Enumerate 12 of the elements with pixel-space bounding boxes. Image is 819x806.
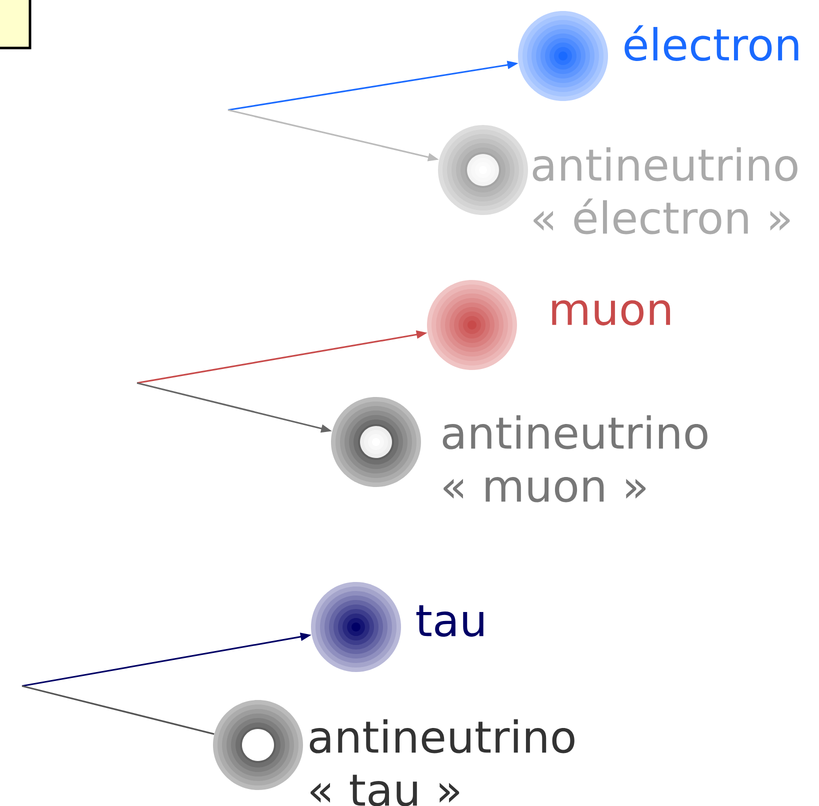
particle-label: antineutrino « électron » bbox=[532, 147, 798, 234]
particle-sphere bbox=[518, 11, 608, 101]
particle-label: muon bbox=[552, 300, 670, 326]
antineutrino-sphere bbox=[438, 125, 528, 215]
particle-sphere bbox=[427, 280, 517, 370]
particle-label: tau bbox=[416, 605, 484, 637]
particle-sphere bbox=[311, 582, 401, 672]
antineutrino-sphere bbox=[331, 397, 421, 487]
particle-label: antineutrino « muon » bbox=[442, 415, 708, 502]
particle-label: électron bbox=[624, 25, 798, 62]
particle-label: antineutrino « tau » bbox=[310, 719, 574, 806]
antineutrino-sphere bbox=[213, 700, 303, 790]
